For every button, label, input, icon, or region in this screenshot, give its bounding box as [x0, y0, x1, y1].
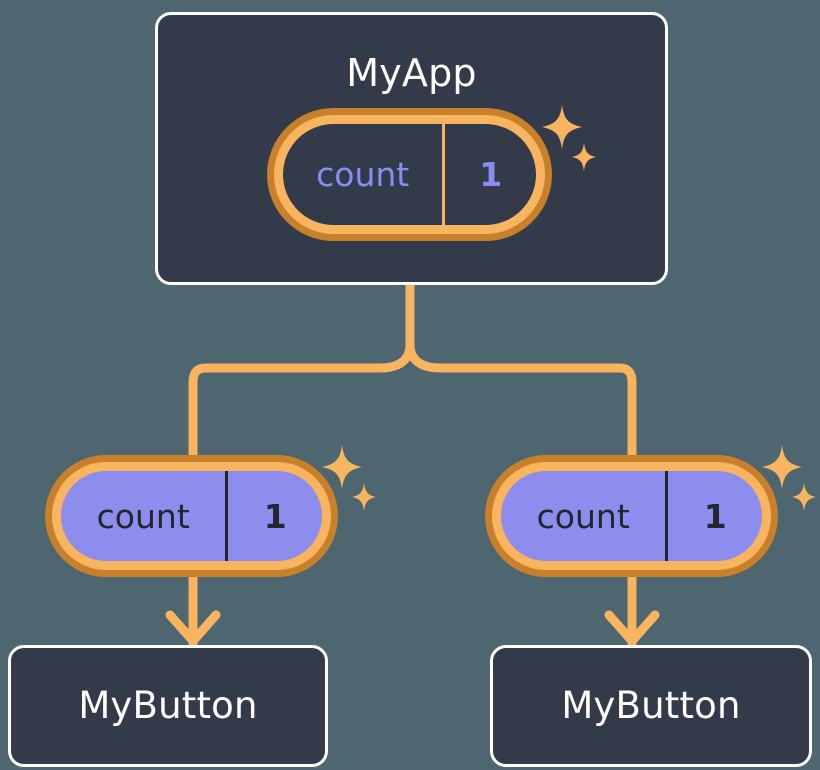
- tee-branch-connector: [188, 340, 415, 467]
- state-pill-inner-ring: count 1: [52, 462, 331, 570]
- state-key: count: [96, 496, 190, 536]
- state-pill-body: count 1: [61, 471, 322, 561]
- state-pill-inner-ring: count 1: [492, 462, 771, 570]
- state-pill-body: count 1: [283, 124, 536, 225]
- component-card-mybutton-left[interactable]: MyButton: [8, 645, 328, 767]
- state-pill-body: count 1: [501, 471, 762, 561]
- state-value: 1: [225, 471, 322, 561]
- tee-branch-connector: [405, 340, 637, 467]
- state-value: 1: [442, 124, 536, 225]
- state-pill-myapp[interactable]: count 1: [267, 108, 552, 241]
- arrow-down-icon: [165, 610, 221, 646]
- state-pill-left[interactable]: count 1: [45, 455, 338, 577]
- component-label: MyButton: [561, 684, 741, 727]
- component-label: MyButton: [78, 684, 258, 727]
- page-title: MyApp: [346, 51, 477, 95]
- state-pill-inner-ring: count 1: [274, 115, 545, 234]
- state-value: 1: [665, 471, 762, 561]
- state-key: count: [536, 496, 630, 536]
- state-key: count: [316, 155, 410, 194]
- component-card-mybutton-right[interactable]: MyButton: [490, 645, 812, 767]
- arrow-down-icon: [604, 610, 660, 646]
- state-pill-right[interactable]: count 1: [485, 455, 778, 577]
